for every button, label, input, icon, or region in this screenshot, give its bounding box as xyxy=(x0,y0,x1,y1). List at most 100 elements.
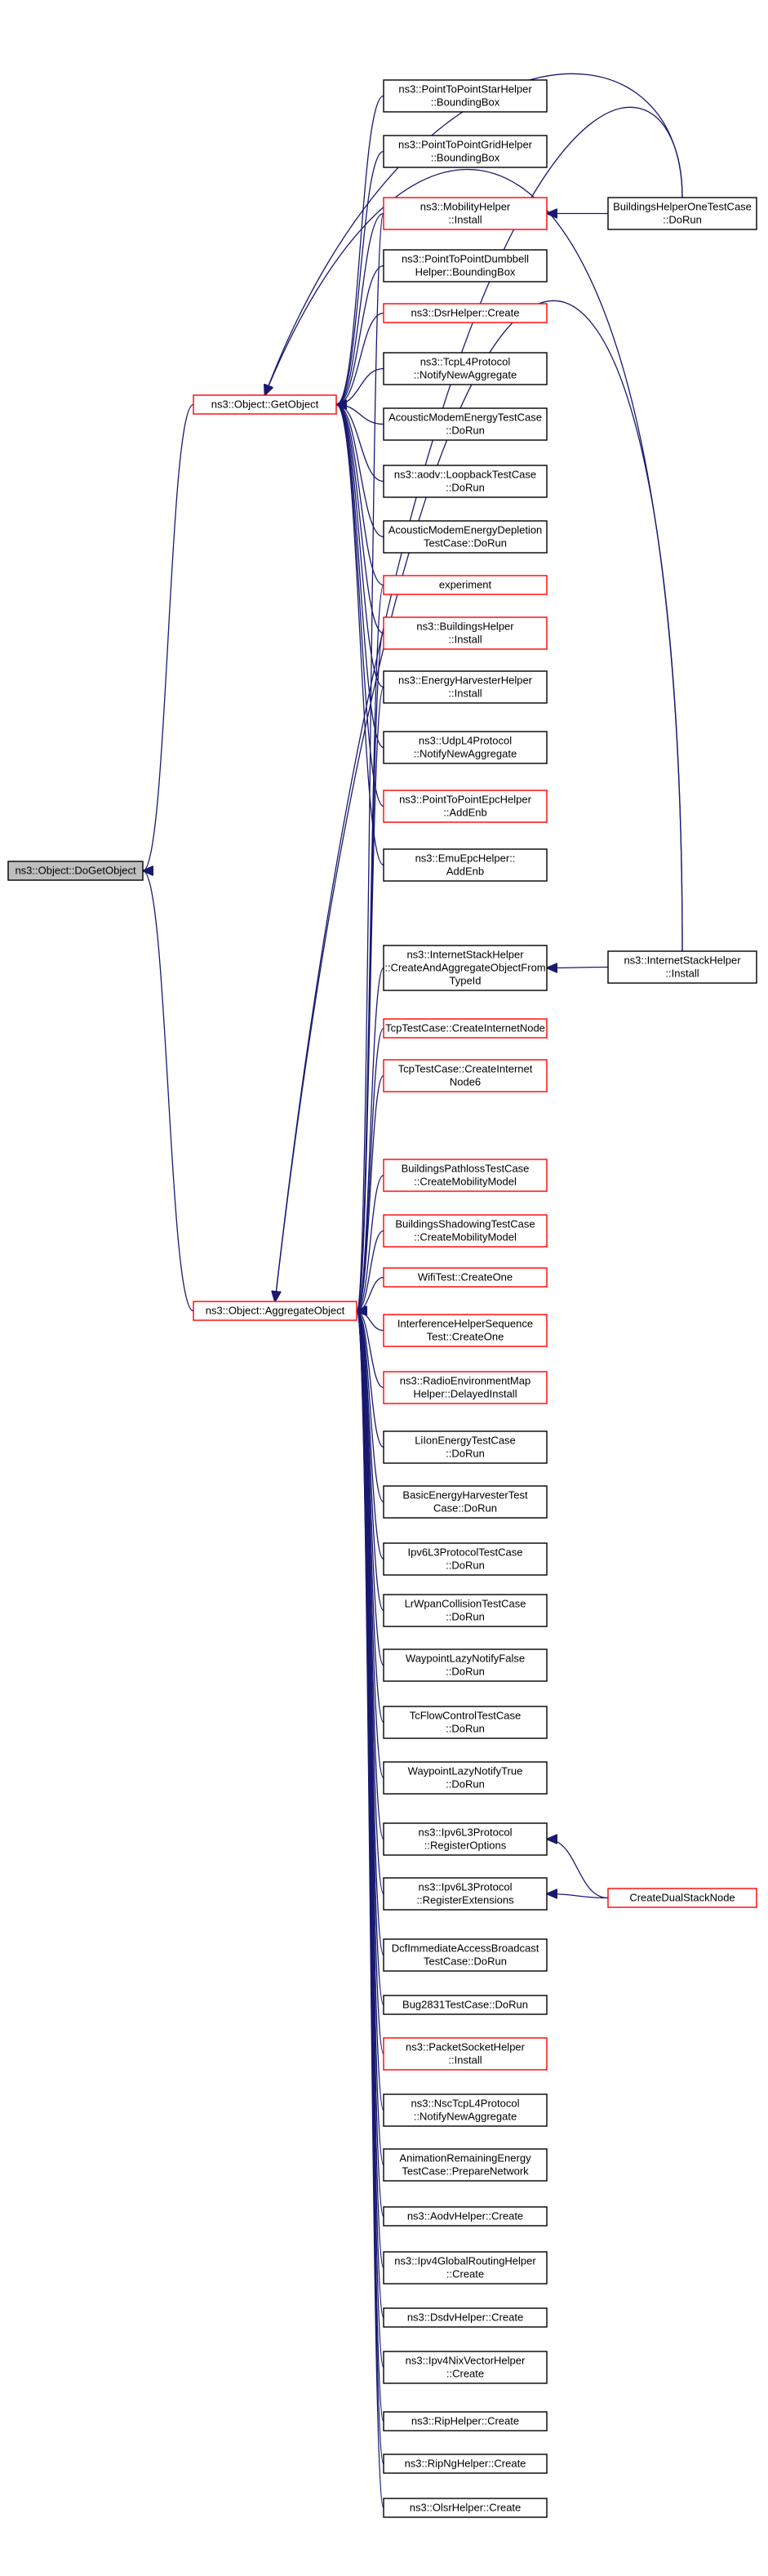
node-label: ns3::DsdvHelper::Create xyxy=(407,2311,523,2324)
node-inetcreate[interactable]: ns3::InternetStackHelper::CreateAndAggre… xyxy=(383,945,548,991)
node-ripng[interactable]: ns3::RipNgHelper::Create xyxy=(383,2454,548,2474)
node-bldonetest[interactable]: BuildingsHelperOneTestCase::DoRun xyxy=(607,197,757,230)
node-label: ns3::Ipv6L3Protocol xyxy=(419,1826,513,1839)
node-label: ::CreateAndAggregateObjectFrom xyxy=(384,962,545,974)
node-udpl4[interactable]: ns3::UdpL4Protocol::NotifyNewAggregate xyxy=(383,731,548,764)
node-aodvhelper[interactable]: ns3::AodvHelper::Create xyxy=(383,2206,548,2227)
node-label: ::DoRun xyxy=(446,1448,485,1460)
node-box xyxy=(383,1706,548,1739)
edge-inetinstall-to-getobject xyxy=(265,168,683,952)
node-dumbbell[interactable]: ns3::PointToPointDumbbellHelper::Boundin… xyxy=(383,249,548,283)
node-label: ::Install xyxy=(448,634,482,646)
edge-acousticdepl-to-getobject xyxy=(336,405,384,538)
node-label: ns3::Ipv4GlobalRoutingHelper xyxy=(394,2255,536,2267)
node-acousticenergy[interactable]: AcousticModemEnergyTestCase::DoRun xyxy=(383,407,548,441)
node-p2pstar[interactable]: ns3::PointToPointStarHelper::BoundingBox xyxy=(383,79,548,113)
node-rip[interactable]: ns3::RipHelper::Create xyxy=(383,2411,548,2431)
node-label: ns3::EnergyHarvesterHelper xyxy=(398,674,533,687)
node-box xyxy=(383,1159,548,1192)
node-olsr[interactable]: ns3::OlsrHelper::Create xyxy=(383,2498,548,2518)
node-liion[interactable]: LiIonEnergyTestCase::DoRun xyxy=(383,1430,548,1464)
edge-buildingshelper-to-getobject xyxy=(336,405,384,634)
node-label: AddEnb xyxy=(446,865,484,878)
node-p2pgrid[interactable]: ns3::PointToPointGridHelper::BoundingBox xyxy=(383,135,548,168)
node-label: Ipv6L3ProtocolTestCase xyxy=(408,1546,523,1559)
node-dcfimm[interactable]: DcfImmediateAccessBroadcastTestCase::DoR… xyxy=(383,1938,548,1972)
edge-mobility-to-aggregate xyxy=(357,212,384,1311)
node-dsdv[interactable]: ns3::DsdvHelper::Create xyxy=(383,2307,548,2328)
node-label: ns3::PacketSocketHelper xyxy=(406,2041,526,2053)
node-label: TestCase::PrepareNetwork xyxy=(402,2165,529,2178)
node-label: ::Install xyxy=(448,214,482,226)
node-bug2831[interactable]: Bug2831TestCase::DoRun xyxy=(383,1995,548,2015)
node-radioenv[interactable]: ns3::RadioEnvironmentMapHelper::DelayedI… xyxy=(383,1371,548,1404)
node-label: ns3::NscTcpL4Protocol xyxy=(411,2098,520,2110)
node-ipv4global[interactable]: ns3::Ipv4GlobalRoutingHelper::Create xyxy=(383,2251,548,2285)
node-label: ::DoRun xyxy=(446,425,485,437)
node-p2pepc[interactable]: ns3::PointToPointEpcHelper::AddEnb xyxy=(383,790,548,823)
node-box xyxy=(383,2307,548,2328)
node-label: ::AddEnb xyxy=(443,807,487,819)
edge-p2pgrid-to-getobject xyxy=(336,150,384,405)
node-wifitest[interactable]: WifiTest::CreateOne xyxy=(383,1267,548,1288)
node-label: Bug2831TestCase::DoRun xyxy=(402,1999,528,2011)
node-mobility[interactable]: ns3::MobilityHelper::Install xyxy=(383,197,548,230)
node-dsrhelper[interactable]: ns3::DsrHelper::Create xyxy=(383,303,548,323)
node-animenergy[interactable]: AnimationRemainingEnergyTestCase::Prepar… xyxy=(383,2148,548,2182)
node-tcflow[interactable]: TcFlowControlTestCase::DoRun xyxy=(383,1706,548,1739)
node-waypointfalse[interactable]: WaypointLazyNotifyFalse::DoRun xyxy=(383,1648,548,1682)
node-box xyxy=(383,1018,548,1039)
node-acousticdepl[interactable]: AcousticModemEnergyDepletionTestCase::Do… xyxy=(383,520,548,554)
node-box xyxy=(607,1888,757,1908)
node-label: Helper::DelayedInstall xyxy=(413,1388,517,1400)
node-label: LrWpanCollisionTestCase xyxy=(405,1598,526,1610)
node-ipv6l3test[interactable]: Ipv6L3ProtocolTestCase::DoRun xyxy=(383,1542,548,1576)
node-bldshadow[interactable]: BuildingsShadowingTestCase::CreateMobili… xyxy=(383,1214,548,1248)
node-aggregate[interactable]: ns3::Object::AggregateObject xyxy=(193,1301,357,1321)
node-emuepc[interactable]: ns3::EmuEpcHelper::AddEnb xyxy=(383,848,548,882)
node-getobject[interactable]: ns3::Object::GetObject xyxy=(193,394,337,415)
node-label: ::DoRun xyxy=(446,1723,485,1735)
node-dualstack[interactable]: CreateDualStackNode xyxy=(607,1888,757,1908)
node-experiment[interactable]: experiment xyxy=(383,575,548,595)
node-nsctcp[interactable]: ns3::NscTcpL4Protocol::NotifyNewAggregat… xyxy=(383,2093,548,2127)
node-label: Node6 xyxy=(450,1076,481,1088)
node-buildingshelper[interactable]: ns3::BuildingsHelper::Install xyxy=(383,616,548,650)
node-label: ns3::aodv::LoopbackTestCase xyxy=(394,469,536,481)
node-lrwpan[interactable]: LrWpanCollisionTestCase::DoRun xyxy=(383,1594,548,1627)
node-box xyxy=(383,249,548,283)
node-box xyxy=(383,731,548,764)
edge-bldonetest-to-getobject xyxy=(265,73,683,395)
node-box xyxy=(383,135,548,168)
node-ipv6regext[interactable]: ns3::Ipv6L3Protocol::RegisterExtensions xyxy=(383,1877,548,1911)
node-waypointtrue[interactable]: WaypointLazyNotifyTrue::DoRun xyxy=(383,1761,548,1795)
node-label: ns3::EmuEpcHelper:: xyxy=(415,852,516,865)
node-inetinstall[interactable]: ns3::InternetStackHelper::Install xyxy=(607,950,757,984)
edge-aggregate-to-doget xyxy=(143,871,194,1312)
node-energyharv[interactable]: ns3::EnergyHarvesterHelper::Install xyxy=(383,670,548,704)
node-ipv6regopt[interactable]: ns3::Ipv6L3Protocol::RegisterOptions xyxy=(383,1822,548,1856)
node-tcpl4[interactable]: ns3::TcpL4Protocol::NotifyNewAggregate xyxy=(383,352,548,385)
node-box xyxy=(383,945,548,991)
node-ipv4nix[interactable]: ns3::Ipv4NixVectorHelper::Create xyxy=(383,2351,548,2384)
node-aodvloop[interactable]: ns3::aodv::LoopbackTestCase::DoRun xyxy=(383,465,548,498)
node-box xyxy=(383,790,548,823)
node-bldpathloss[interactable]: BuildingsPathlossTestCase::CreateMobilit… xyxy=(383,1159,548,1192)
node-label: ::Create xyxy=(446,2368,484,2380)
node-box xyxy=(383,520,548,554)
node-box xyxy=(383,848,548,882)
node-packetsocket[interactable]: ns3::PacketSocketHelper::Install xyxy=(383,2037,548,2071)
edge-experiment-to-getobject xyxy=(336,405,384,586)
node-label: BuildingsHelperOneTestCase xyxy=(613,201,752,213)
node-label: ns3::Object::AggregateObject xyxy=(206,1305,345,1317)
node-label: ::CreateMobilityModel xyxy=(414,1176,517,1188)
node-label: TypeId xyxy=(449,975,481,987)
edge-dumbbell-to-getobject xyxy=(336,265,384,405)
node-label: ::NotifyNewAggregate xyxy=(414,2111,517,2123)
node-box xyxy=(607,197,757,230)
node-interference[interactable]: InterferenceHelperSequenceTest::CreateOn… xyxy=(383,1314,548,1347)
node-label: DcfImmediateAccessBroadcast xyxy=(392,1942,539,1955)
node-tcpcreateinet[interactable]: TcpTestCase::CreateInternetNode xyxy=(383,1018,548,1039)
